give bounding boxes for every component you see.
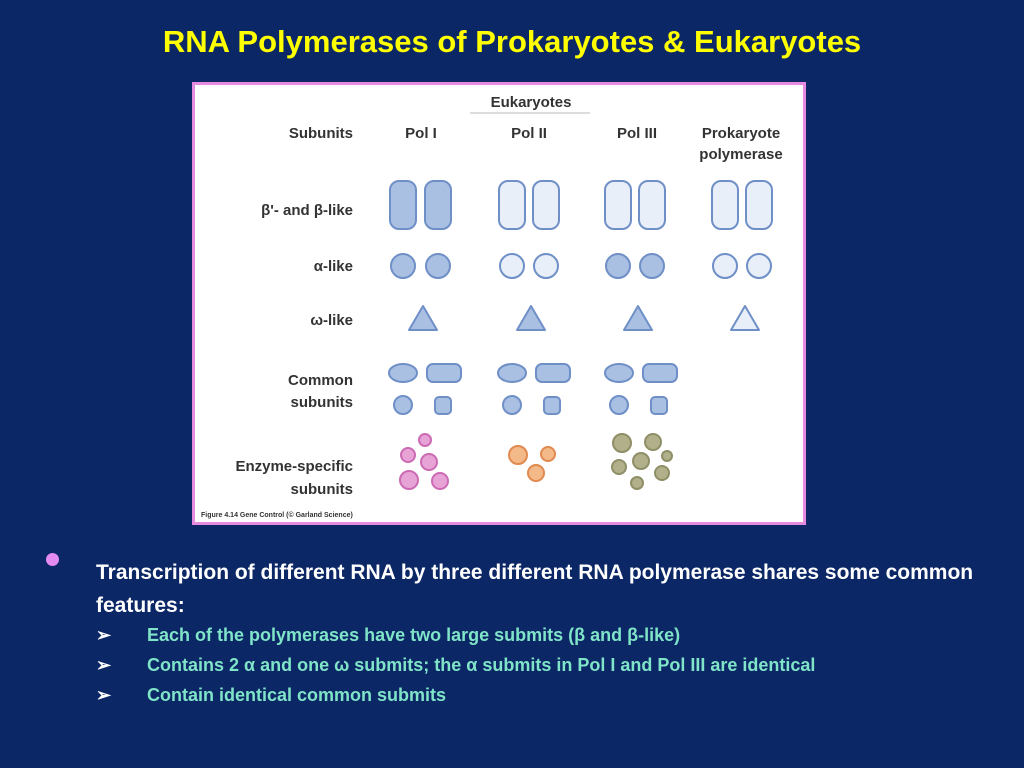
pol2-common-subunit (535, 363, 571, 383)
row-common-label: Common (288, 372, 353, 389)
pol3-alpha-subunit (605, 253, 631, 279)
pol2-specific-subunit (508, 445, 528, 465)
pol1-specific-subunit (431, 472, 449, 490)
pol3-alpha-subunit (639, 253, 665, 279)
slide-title: RNA Polymerases of Prokaryotes & Eukaryo… (162, 24, 862, 59)
pol1-specific-subunit (420, 453, 438, 471)
prok-omega-subunit (730, 305, 760, 331)
pol1-alpha-subunit (390, 253, 416, 279)
pol3-common-subunit (604, 363, 634, 383)
pol3-specific-subunit (661, 450, 673, 462)
figure-diagram: Eukaryotes Subunits Pol I Pol II Pol III… (201, 94, 783, 519)
bullet-dot (46, 553, 59, 566)
pol2-common-subunit (502, 395, 522, 415)
sub-bullet-text: Contains 2 α and one ω submits; the α su… (147, 655, 816, 675)
pol2-specific-subunit (540, 446, 556, 462)
pol1-beta-subunit (389, 180, 417, 230)
pol1-common-subunit (434, 396, 452, 415)
pol1-common-subunit (393, 395, 413, 415)
row-specific-label-line2: subunits (291, 481, 354, 498)
row-beta-label: β'- and β-like (261, 202, 353, 219)
pol2-specific-subunit (527, 464, 545, 482)
pol2-beta-prime-subunit (532, 180, 560, 230)
pol2-beta-subunit (498, 180, 526, 230)
arrow-bullet-icon: ➢ (96, 685, 112, 705)
eukaryotes-header: Eukaryotes (491, 94, 572, 111)
arrow-bullet-icon: ➢ (96, 655, 112, 675)
pol3-specific-subunit (632, 452, 650, 470)
row-common-label-line2: subunits (291, 394, 354, 411)
col-pol-iii: Pol III (617, 125, 657, 142)
figure-caption: Figure 4.14 Gene Control (© Garland Scie… (201, 511, 353, 519)
prok-beta-subunit (711, 180, 739, 230)
pol1-common-subunit (388, 363, 418, 383)
pol1-specific-subunit (400, 447, 416, 463)
pol1-common-subunit (426, 363, 462, 383)
pol3-specific-subunit (654, 465, 670, 481)
main-bullet-text: Transcription of different RNA by three … (96, 561, 974, 617)
pol3-specific-subunit (644, 433, 662, 451)
col-pol-i: Pol I (405, 125, 437, 142)
row-specific-label: Enzyme-specific (235, 458, 353, 475)
row-omega-label: ω-like (310, 312, 353, 329)
pol2-common-subunit (497, 363, 527, 383)
pol3-common-subunit (642, 363, 678, 383)
prok-alpha-subunit (712, 253, 738, 279)
pol3-specific-subunit (612, 433, 632, 453)
pol3-beta-subunit (604, 180, 632, 230)
pol3-common-subunit (609, 395, 629, 415)
col-prokaryote-line2: polymerase (699, 146, 782, 163)
prok-alpha-subunit (746, 253, 772, 279)
row-alpha-label: α-like (314, 258, 353, 275)
pol3-common-subunit (650, 396, 668, 415)
pol3-specific-subunit (611, 459, 627, 475)
pol1-specific-subunit (418, 433, 432, 447)
pol3-omega-subunit (623, 305, 653, 331)
pol1-alpha-subunit (425, 253, 451, 279)
col-prokaryote: Prokaryote (702, 125, 780, 142)
prok-beta-prime-subunit (745, 180, 773, 230)
pol2-alpha-subunit (533, 253, 559, 279)
pol2-alpha-subunit (499, 253, 525, 279)
pol2-omega-subunit (516, 305, 546, 331)
arrow-bullet-icon: ➢ (96, 625, 112, 645)
pol2-common-subunit (543, 396, 561, 415)
pol1-omega-subunit (408, 305, 438, 331)
pol1-beta-prime-subunit (424, 180, 452, 230)
sub-bullet-text: Contain identical common submits (147, 685, 447, 705)
pol3-beta-prime-subunit (638, 180, 666, 230)
sub-bullet-text: Each of the polymerases have two large s… (147, 625, 681, 645)
rna-polymerase-figure: Eukaryotes Subunits Pol I Pol II Pol III… (192, 82, 806, 525)
col-pol-ii: Pol II (511, 125, 547, 142)
pol1-specific-subunit (399, 470, 419, 490)
subunits-header: Subunits (289, 125, 353, 142)
pol3-specific-subunit (630, 476, 644, 490)
